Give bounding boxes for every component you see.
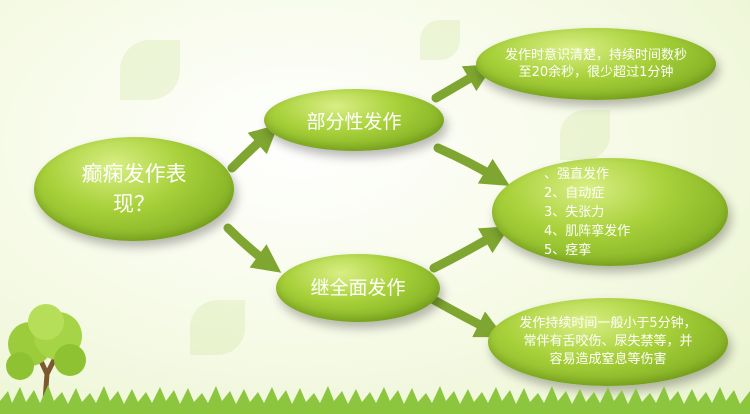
background-leaf	[560, 110, 610, 160]
arrow-root-to-general	[223, 223, 282, 273]
seizure-type-item: 4、肌阵挛发作	[544, 223, 631, 239]
arrow-partial-to-types	[433, 143, 510, 186]
arrow-general-to-detail	[429, 295, 505, 338]
generalized-seizure-label: 继全面发作	[310, 276, 406, 299]
background-leaf	[120, 40, 180, 100]
seizure-type-item: 2、自动症	[544, 185, 605, 201]
arrow-root-to-partial	[227, 124, 279, 173]
arrow-partial-to-detail	[431, 64, 494, 103]
general-detail-node: 发作持续时间一般小于5分钟，常伴有舌咬伤、尿失禁等，并容易造成窒息等伤害	[488, 298, 728, 386]
root-node: 癫痫发作表现？	[34, 137, 234, 241]
seizure-types-node: 、强直发作 2、自动症 3、失张力 4、肌阵挛发作 5、痉挛	[492, 158, 728, 266]
general-detail-text: 发作持续时间一般小于5分钟，常伴有舌咬伤、尿失禁等，并容易造成窒息等伤害	[519, 316, 697, 367]
generalized-seizure-node: 继全面发作	[276, 254, 440, 322]
partial-seizure-node: 部分性发作	[264, 89, 444, 151]
background-leaf	[190, 300, 245, 355]
partial-detail-node: 发作时意识清楚，持续时间数秒至20余秒，很少超过1分钟	[476, 28, 716, 100]
background-leaf	[420, 20, 460, 60]
seizure-types-list: 、强直发作 2、自动症 3、失张力 4、肌阵挛发作 5、痉挛	[544, 165, 630, 260]
seizure-type-item: 、强直发作	[544, 166, 610, 182]
partial-detail-text: 发作时意识清楚，持续时间数秒至20余秒，很少超过1分钟	[504, 48, 687, 80]
partial-seizure-label: 部分性发作	[306, 110, 402, 133]
seizure-type-item: 5、痉挛	[544, 242, 592, 258]
grass-illustration	[0, 385, 750, 414]
root-label: 癫痫发作表现？	[81, 162, 187, 216]
arrow-general-to-types	[429, 226, 510, 273]
tree-illustration	[6, 304, 86, 414]
seizure-type-item: 3、失张力	[544, 204, 605, 220]
